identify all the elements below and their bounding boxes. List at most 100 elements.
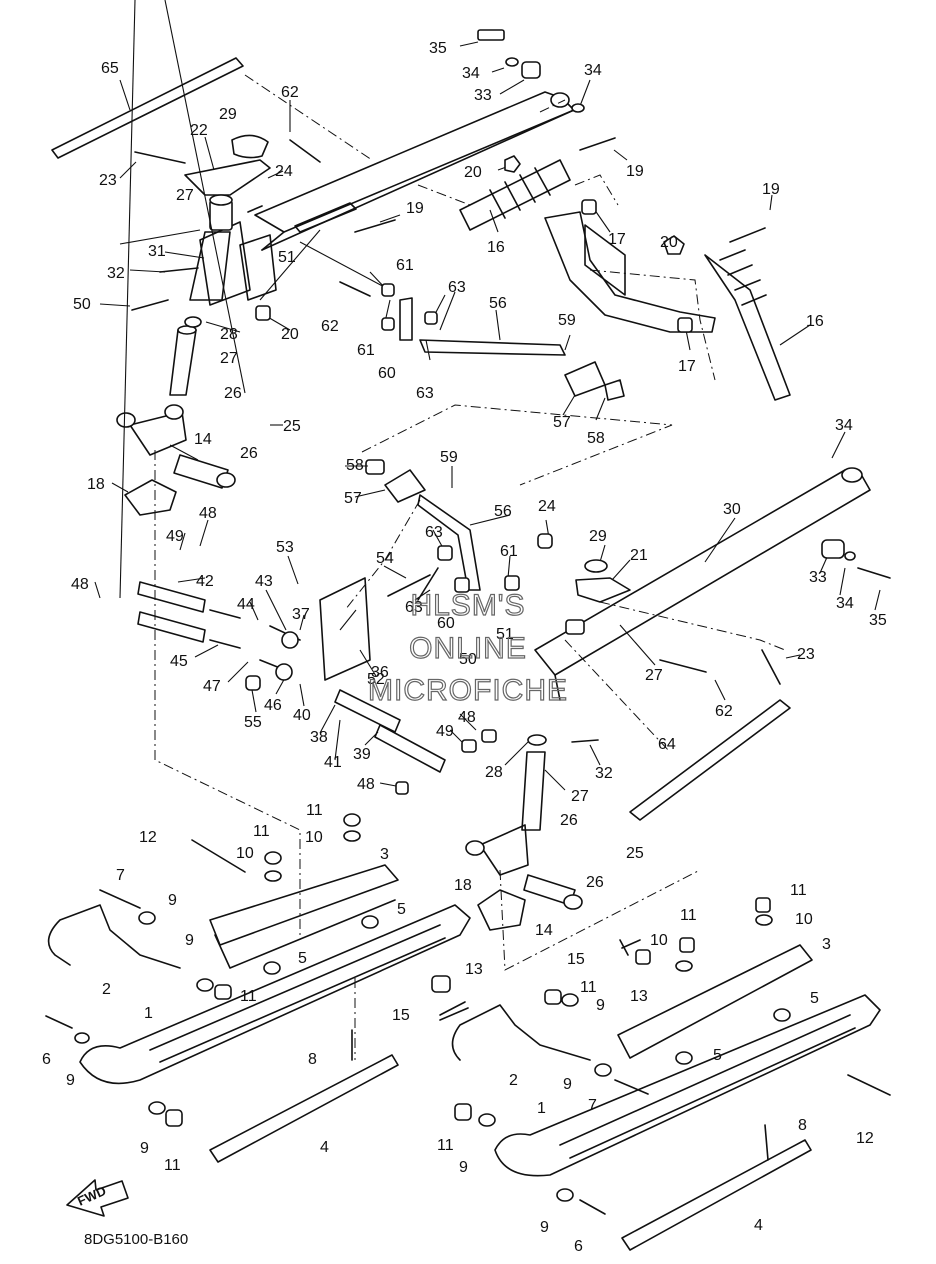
label-part-19: 19 — [406, 200, 424, 217]
label-part-5: 5 — [298, 950, 307, 967]
label-part-50: 50 — [459, 651, 477, 668]
label-part-16: 16 — [487, 239, 505, 256]
label-part-8: 8 — [308, 1051, 317, 1068]
label-part-52: 52 — [367, 671, 385, 688]
label-part-11: 11 — [164, 1157, 181, 1174]
label-part-2: 2 — [102, 981, 111, 998]
label-part-35: 35 — [869, 612, 887, 629]
label-part-9: 9 — [168, 892, 177, 909]
label-part-41: 41 — [324, 754, 342, 771]
label-part-60: 60 — [378, 365, 396, 382]
label-part-19: 19 — [626, 163, 644, 180]
label-part-9: 9 — [66, 1072, 75, 1089]
label-part-9: 9 — [540, 1219, 549, 1236]
label-part-56: 56 — [489, 295, 507, 312]
label-part-62: 62 — [715, 703, 733, 720]
label-part-49: 49 — [436, 723, 454, 740]
label-part-27: 27 — [176, 187, 194, 204]
label-part-7: 7 — [588, 1097, 597, 1114]
label-part-37: 37 — [292, 606, 310, 623]
label-part-58: 58 — [587, 430, 605, 447]
label-part-44: 44 — [237, 596, 255, 613]
label-part-26: 26 — [240, 445, 258, 462]
label-part-62: 62 — [281, 84, 299, 101]
label-part-61: 61 — [500, 543, 518, 560]
label-part-18: 18 — [454, 877, 472, 894]
label-part-4: 4 — [754, 1217, 763, 1234]
label-part-31: 31 — [148, 243, 166, 260]
label-part-24: 24 — [538, 498, 556, 515]
label-part-11: 11 — [680, 907, 697, 924]
label-part-15: 15 — [392, 1007, 410, 1024]
label-part-53: 53 — [276, 539, 294, 556]
label-part-5: 5 — [810, 990, 819, 1007]
label-part-29: 29 — [219, 106, 237, 123]
label-part-65: 65 — [101, 60, 119, 77]
label-part-28: 28 — [220, 326, 238, 343]
label-part-1: 1 — [144, 1005, 153, 1022]
label-part-34: 34 — [462, 65, 480, 82]
label-part-50: 50 — [73, 296, 91, 313]
label-part-10: 10 — [236, 845, 254, 862]
label-part-34: 34 — [584, 62, 602, 79]
label-part-54: 54 — [376, 550, 394, 567]
label-part-55: 55 — [244, 714, 262, 731]
label-part-13: 13 — [630, 988, 648, 1005]
label-part-32: 32 — [107, 265, 125, 282]
label-part-22: 22 — [190, 122, 208, 139]
label-part-16: 16 — [806, 313, 824, 330]
label-part-51: 51 — [278, 249, 296, 266]
watermark-line-3: MICROFICHE — [368, 674, 568, 707]
label-part-34: 34 — [836, 595, 854, 612]
label-part-12: 12 — [139, 829, 157, 846]
label-part-33: 33 — [809, 569, 827, 586]
label-part-9: 9 — [185, 932, 194, 949]
label-part-17: 17 — [608, 231, 626, 248]
watermark-line-1: HLSM'S — [410, 589, 525, 622]
label-part-4: 4 — [320, 1139, 329, 1156]
label-part-9: 9 — [563, 1076, 572, 1093]
label-part-58: 58 — [346, 457, 364, 474]
label-part-19: 19 — [762, 181, 780, 198]
label-part-11: 11 — [437, 1137, 454, 1154]
label-part-48: 48 — [199, 505, 217, 522]
label-part-46: 46 — [264, 697, 282, 714]
label-part-63: 63 — [416, 385, 434, 402]
label-part-32: 32 — [595, 765, 613, 782]
label-part-5: 5 — [397, 901, 406, 918]
label-part-26: 26 — [224, 385, 242, 402]
label-part-6: 6 — [574, 1238, 583, 1255]
label-part-24: 24 — [275, 163, 293, 180]
label-part-43: 43 — [255, 573, 273, 590]
assembly-lines — [154, 74, 786, 1060]
label-part-63: 63 — [425, 524, 443, 541]
label-part-62: 62 — [321, 318, 339, 335]
label-part-63: 63 — [448, 279, 466, 296]
label-part-48: 48 — [458, 709, 476, 726]
label-part-23: 23 — [99, 172, 117, 189]
label-part-42: 42 — [196, 573, 214, 590]
label-part-51: 51 — [496, 626, 514, 643]
label-part-60: 60 — [437, 615, 455, 632]
label-part-48: 48 — [357, 776, 375, 793]
label-part-10: 10 — [795, 911, 813, 928]
label-part-1: 1 — [537, 1100, 546, 1117]
label-part-27: 27 — [571, 788, 589, 805]
label-part-10: 10 — [305, 829, 323, 846]
label-part-28: 28 — [485, 764, 503, 781]
label-part-40: 40 — [293, 707, 311, 724]
watermark: HLSM'S ONLINE MICROFICHE — [367, 588, 568, 707]
hardware — [45, 29, 891, 1215]
label-part-45: 45 — [170, 653, 188, 670]
label-part-17: 17 — [678, 358, 696, 375]
label-part-11: 11 — [306, 802, 323, 819]
label-part-48: 48 — [71, 576, 89, 593]
label-part-15: 15 — [567, 951, 585, 968]
label-part-61: 61 — [357, 342, 375, 359]
label-part-6: 6 — [42, 1051, 51, 1068]
label-part-14: 14 — [535, 922, 553, 939]
label-part-5: 5 — [713, 1047, 722, 1064]
label-part-7: 7 — [116, 867, 125, 884]
